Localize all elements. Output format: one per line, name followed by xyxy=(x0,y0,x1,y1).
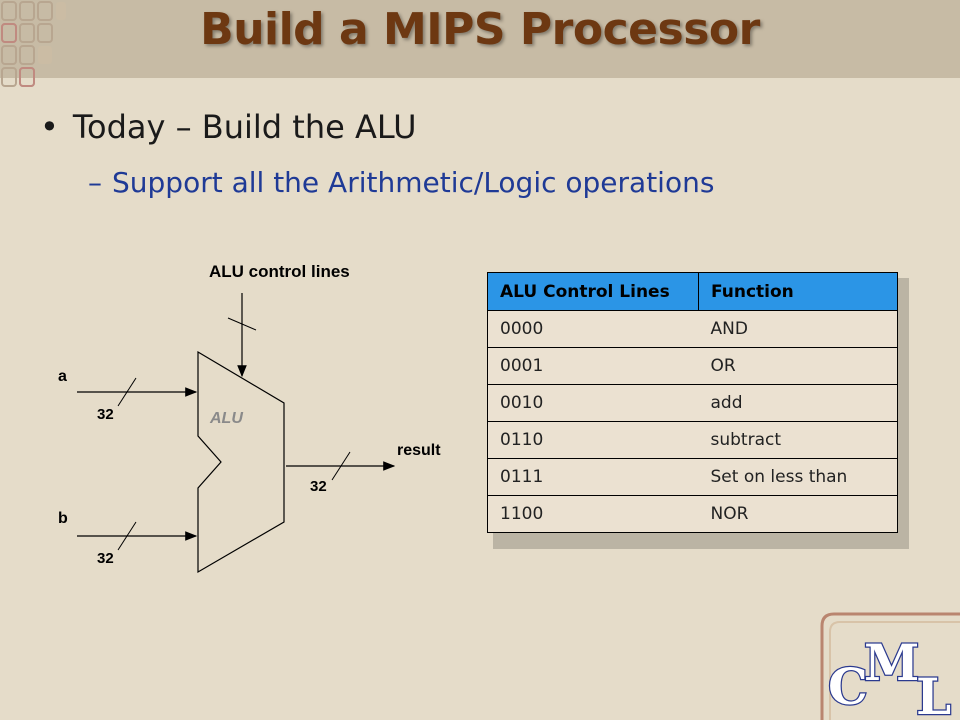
input-a-width: 32 xyxy=(97,406,114,423)
input-a-label: a xyxy=(58,368,67,385)
corner-decoration xyxy=(1,1,66,87)
title-bar xyxy=(0,0,960,78)
result-width: 32 xyxy=(310,478,327,495)
control-slash xyxy=(227,317,257,331)
function-name: Set on less than xyxy=(698,458,898,496)
result-label: result xyxy=(397,442,441,459)
control-code: 0000 xyxy=(487,310,699,348)
function-name: NOR xyxy=(698,495,898,533)
sub-bullet-item: –Support all the Arithmetic/Logic operat… xyxy=(88,166,714,199)
bullet-item: • Today – Build the ALU xyxy=(40,108,417,146)
sub-bullet-text: Support all the Arithmetic/Logic operati… xyxy=(112,166,715,199)
output-slash xyxy=(331,451,351,481)
function-name: subtract xyxy=(698,421,898,459)
bullet-marker: • xyxy=(40,108,59,146)
control-code: 0110 xyxy=(487,421,699,459)
input-b-width: 32 xyxy=(97,550,114,567)
table-header-control: ALU Control Lines xyxy=(487,272,699,311)
function-name: OR xyxy=(698,347,898,385)
input-a-slash xyxy=(117,377,137,407)
alu-label: ALU xyxy=(210,410,243,427)
control-code: 0001 xyxy=(487,347,699,385)
alu-diagram xyxy=(77,293,396,574)
control-lines-label: ALU control lines xyxy=(209,262,350,281)
control-code: 0010 xyxy=(487,384,699,422)
alu-shape xyxy=(197,350,285,574)
function-name: add xyxy=(698,384,898,422)
input-b-slash xyxy=(117,521,137,551)
sub-bullet-marker: – xyxy=(88,166,102,199)
control-code: 0111 xyxy=(487,458,699,496)
cml-logo: C M L xyxy=(820,612,960,720)
logo-letter-m: M xyxy=(864,633,919,692)
input-b-label: b xyxy=(58,510,68,527)
table-header-function: Function xyxy=(698,272,898,311)
function-name: AND xyxy=(698,310,898,348)
logo-letter-l: L xyxy=(916,667,951,720)
bullet-text: Today – Build the ALU xyxy=(72,108,417,146)
logo-letter-c: C xyxy=(828,657,868,716)
slide-title: Build a MIPS Processor xyxy=(200,4,760,55)
control-code: 1100 xyxy=(487,495,699,533)
